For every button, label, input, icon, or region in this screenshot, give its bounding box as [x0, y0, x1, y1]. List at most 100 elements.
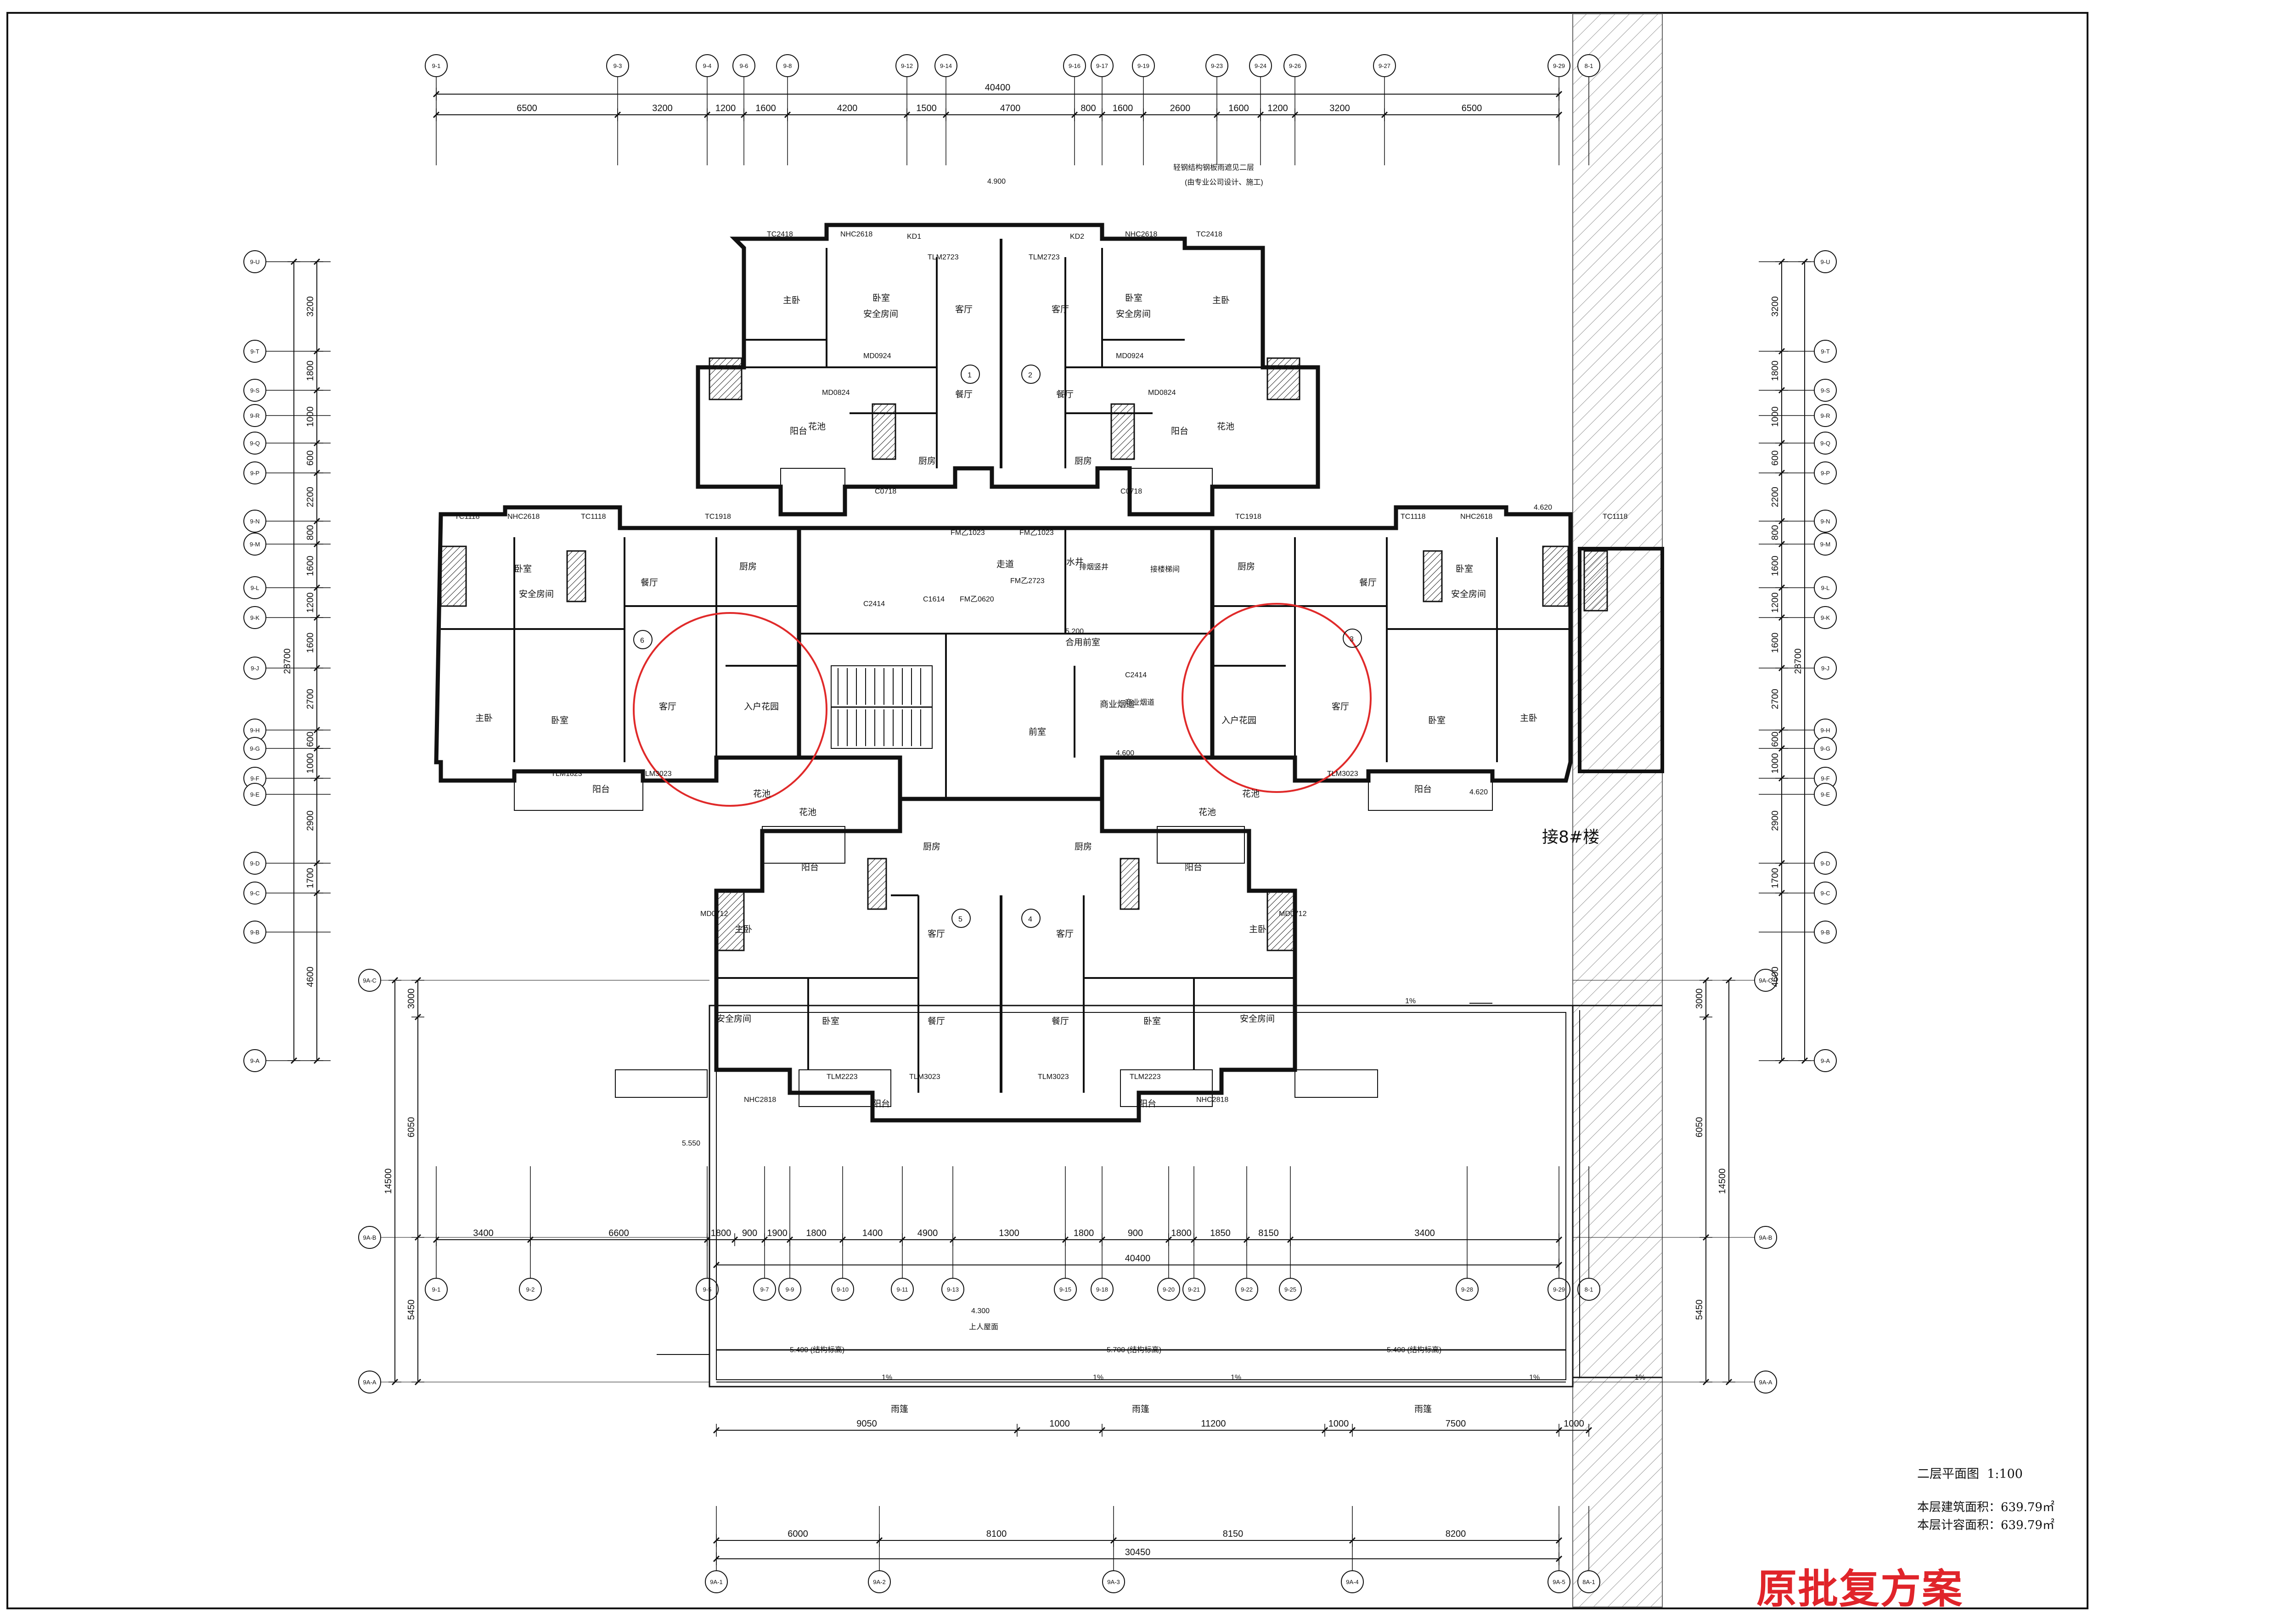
left-dimension-text: 1000: [305, 406, 315, 427]
sub-axis-bubble: 9A-5: [1548, 1570, 1570, 1593]
right-dimension-text: 1800: [1770, 360, 1780, 381]
left-axis-bubble: 9-R: [243, 404, 266, 427]
axis-label: 9-17: [1096, 62, 1108, 69]
axis-label: 9-C: [250, 890, 260, 897]
top-dimension-text: 2600: [1170, 103, 1191, 113]
axis-label: 9A-4: [1346, 1579, 1358, 1585]
top-wing-outline: [696, 223, 1320, 517]
room-label: 卧室: [822, 1016, 839, 1026]
axis-label: 9-L: [251, 584, 259, 591]
svg-text:MD0924: MD0924: [863, 352, 891, 360]
axis-label: 9-J: [251, 665, 259, 672]
room-label: 餐厅: [955, 389, 973, 399]
left-dimension-text: 800: [305, 525, 315, 540]
svg-text:FM乙1023: FM乙1023: [951, 529, 985, 537]
axis-label: 8A-1: [1582, 1579, 1595, 1585]
top-axis-bubble: 9-23: [1205, 54, 1228, 77]
axis-label: 9A-5: [1553, 1579, 1565, 1585]
approval-stamp: 原批复方案: [1756, 1565, 1964, 1613]
room-label: 卧室: [1143, 1016, 1161, 1026]
axis-label: 9-22: [1241, 1286, 1253, 1293]
lower-left-dimension-text: 6050: [406, 1117, 416, 1138]
room-label: 客厅: [659, 702, 676, 712]
svg-text:MD0824: MD0824: [822, 389, 850, 397]
elevation-mark: 5.400 (结构标高): [1387, 1346, 1441, 1354]
axis-label: 9-P: [250, 470, 259, 477]
elevation-mark: 4.620: [1534, 504, 1552, 511]
adjacent-building-hatch: [1572, 13, 1663, 1607]
elevation-mark: 5.700 (结构标高): [1107, 1346, 1161, 1354]
svg-text:C1614: C1614: [923, 596, 945, 603]
right-dimension-text: 4600: [1770, 967, 1780, 987]
axis-label: 9-10: [837, 1286, 849, 1293]
bottom-axis-bubble: 9-25: [1279, 1278, 1302, 1301]
elevation-mark: 5.400 (结构标高): [790, 1346, 844, 1354]
left-dimension-text: 4600: [305, 967, 315, 987]
right-axis-bubble: 9-M: [1814, 533, 1837, 556]
bottom-total-text: 40400: [1125, 1253, 1151, 1264]
right-axis-bubble: 9-Q: [1814, 432, 1837, 455]
right-axis-bubble: 9-H: [1814, 719, 1837, 742]
lower-right-axis-bubble: 9A-B: [1754, 1226, 1777, 1249]
unit-number-3: 3: [1350, 635, 1354, 643]
top-axis-bubble: 9-24: [1249, 54, 1272, 77]
sub-axis-bubble: 8A-1: [1577, 1570, 1600, 1593]
sub-dimension-text: 8200: [1446, 1529, 1466, 1539]
bottom-dimension-text: 1400: [862, 1228, 883, 1238]
adjacent-building-fragment: [1578, 547, 1664, 773]
axis-label: 9-M: [250, 541, 260, 548]
room-label: 花池: [808, 421, 826, 432]
right-dimension-text: 1600: [1770, 633, 1780, 653]
room-label: 水井: [1066, 557, 1084, 567]
bottom-axis-bubble: 9-20: [1157, 1278, 1180, 1301]
svg-text:TLM1823: TLM1823: [551, 770, 582, 778]
svg-text:C0718: C0718: [875, 488, 896, 495]
bottom-dimension-text: 1900: [767, 1228, 788, 1238]
room-label: 走道: [996, 559, 1014, 569]
lower-right-dimension-text: 3000: [1694, 989, 1705, 1009]
room-label: 餐厅: [641, 578, 658, 588]
highlight-circle-left: [633, 612, 827, 807]
roof-dimension-text: 1000: [1049, 1419, 1070, 1429]
room-label: 卧室: [514, 564, 532, 574]
room-label: 安全房间: [1240, 1014, 1275, 1024]
drainage-arrows: [716, 1003, 1566, 1382]
svg-text:1%: 1%: [1529, 1374, 1540, 1382]
right-dimension-text: 2200: [1770, 487, 1780, 507]
room-label: 厨房: [923, 842, 940, 852]
top-dimension-text: 1600: [1113, 103, 1133, 113]
right-wing-outline: [1210, 505, 1573, 783]
axis-label: 9-18: [1096, 1286, 1108, 1293]
room-label: 花池: [1199, 807, 1216, 817]
room-label: 厨房: [1238, 562, 1255, 572]
elevation-mark: 4.300: [971, 1307, 990, 1315]
right-axis-bubble: 9-P: [1814, 461, 1837, 484]
top-axis-bubble: 9-26: [1283, 54, 1306, 77]
room-label: 餐厅: [1359, 578, 1377, 588]
room-label: 阳台: [872, 1099, 890, 1109]
svg-text:TC1918: TC1918: [705, 513, 731, 521]
top-axis-bubble: 9-16: [1063, 54, 1086, 77]
room-label: 卧室: [1125, 293, 1142, 303]
top-dimension-text: 4200: [837, 103, 858, 113]
axis-label: 9-4: [703, 62, 712, 69]
axis-label: 9A-C: [363, 977, 377, 984]
left-dimension-text: 2700: [305, 689, 315, 709]
roof-dimension-text: 11200: [1201, 1419, 1226, 1429]
svg-text:TLM2723: TLM2723: [928, 253, 959, 261]
axis-label: 9A-B: [1759, 1234, 1773, 1241]
left-axis-bubble: 9-A: [243, 1049, 266, 1072]
room-label: 花池: [799, 807, 816, 817]
svg-text:1%: 1%: [1635, 1374, 1645, 1382]
room-label: 客厅: [928, 929, 945, 939]
top-dimension-text: 1600: [1228, 103, 1249, 113]
axis-label: 9A-A: [363, 1379, 377, 1386]
left-dimension-text: 1700: [305, 868, 315, 888]
room-label: 阳台: [790, 426, 807, 436]
axis-label: 9-28: [1461, 1286, 1473, 1293]
top-dimension-text: 1200: [1267, 103, 1288, 113]
highlight-circle-right: [1182, 603, 1372, 793]
elevation-mark: 4.600: [1116, 749, 1134, 757]
svg-text:TLM2223: TLM2223: [827, 1073, 858, 1081]
